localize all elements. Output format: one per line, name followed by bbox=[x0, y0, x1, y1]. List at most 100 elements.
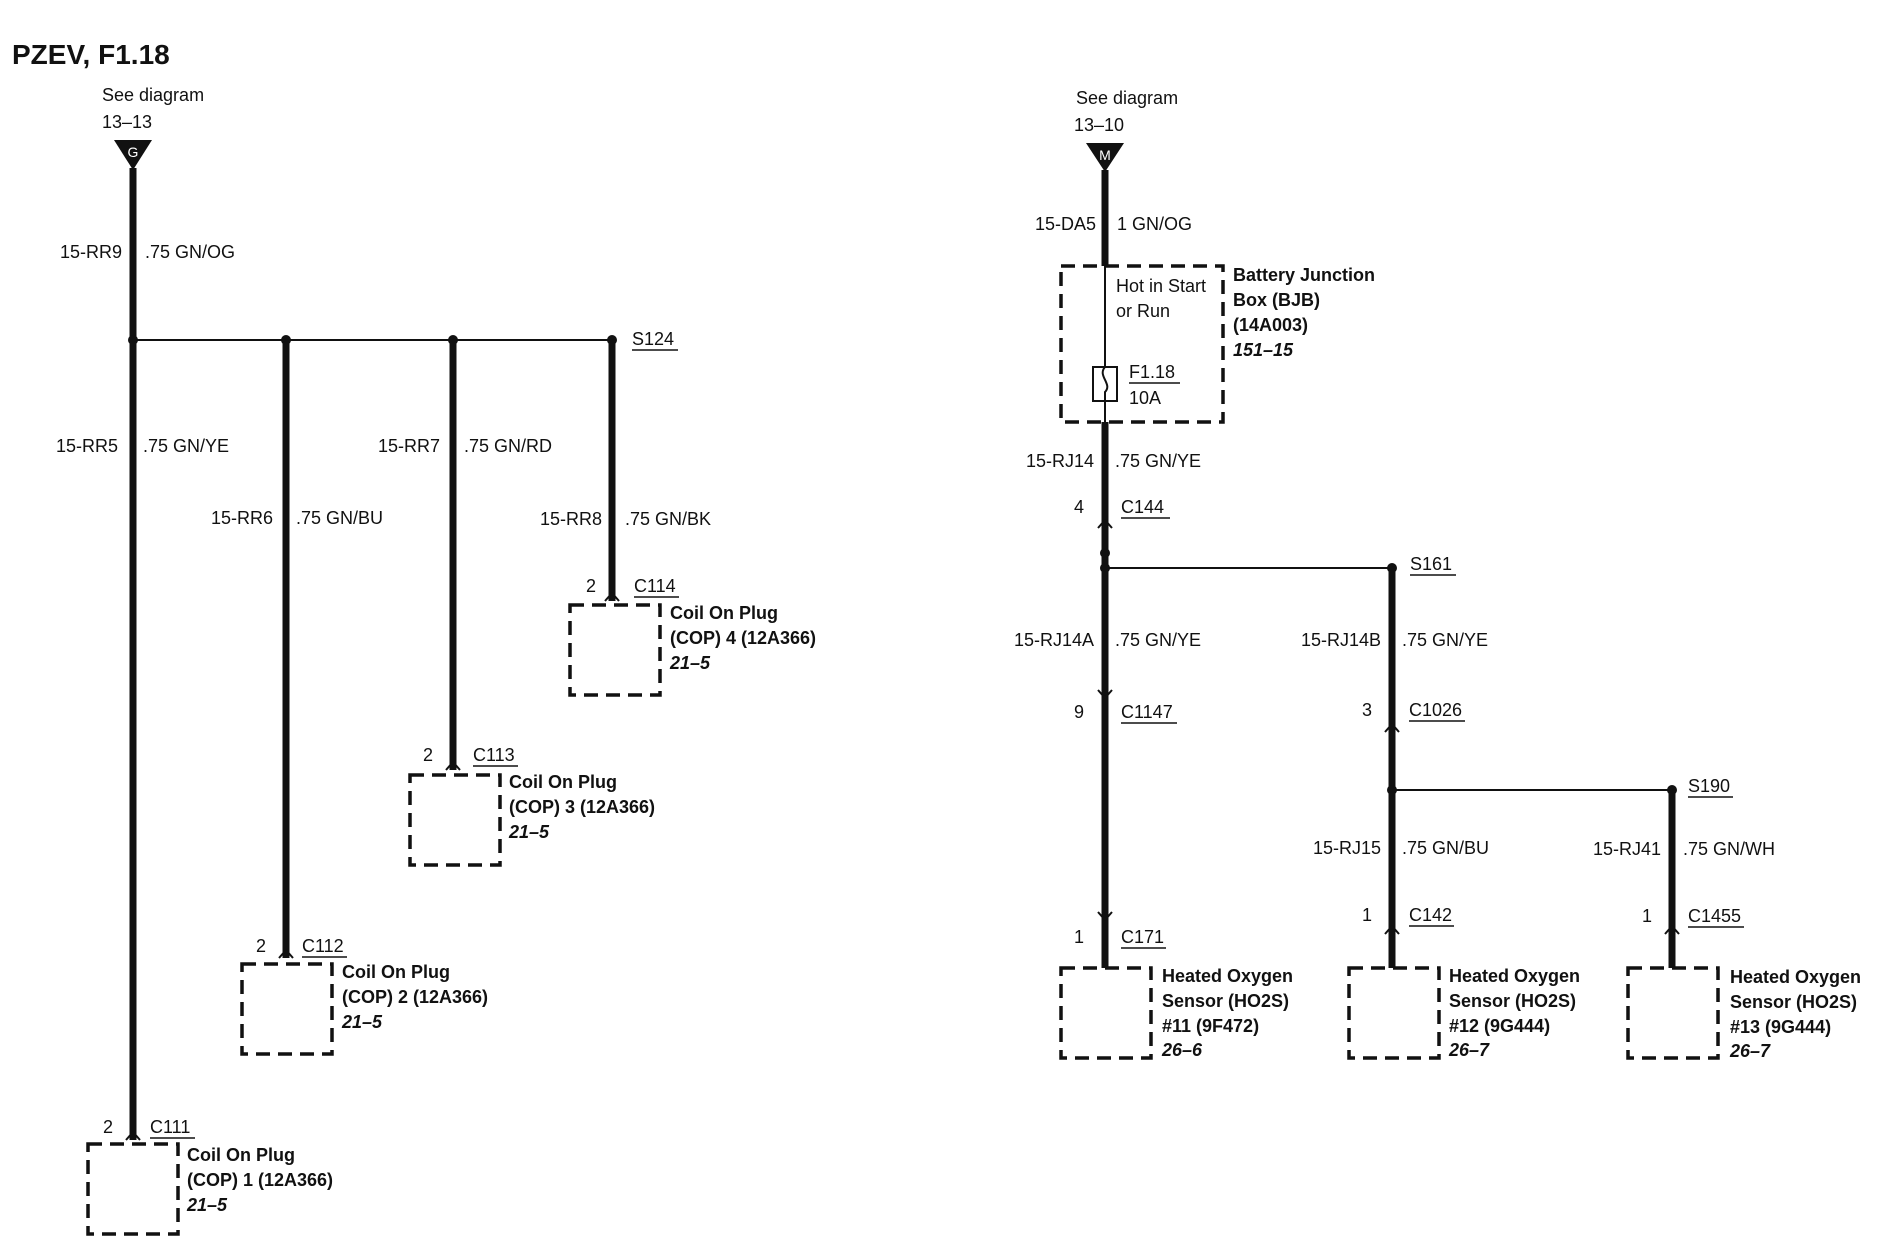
fuse-rating: 10A bbox=[1129, 388, 1161, 408]
ho2s11-component-box bbox=[1059, 966, 1153, 1060]
ho2s12-name-line1: Heated Oxygen bbox=[1449, 966, 1580, 986]
connector-c144: C144 bbox=[1121, 497, 1164, 517]
left-reference-letter: G bbox=[128, 144, 139, 160]
pin-number: 1 bbox=[1074, 927, 1084, 947]
bjb-name-line3: (14A003) bbox=[1233, 315, 1308, 335]
pin-number: 2 bbox=[103, 1117, 113, 1137]
splice-s161: S161 bbox=[1410, 554, 1452, 574]
wire-spec-15-da5: 1 GN/OG bbox=[1117, 214, 1192, 234]
wire-spec-15-rj41: .75 GN/WH bbox=[1683, 839, 1775, 859]
connector-c111: C111 bbox=[150, 1117, 190, 1137]
ho2s11-name-line3: #11 (9F472) bbox=[1162, 1016, 1259, 1036]
wire-label-15-rr6: 15-RR6 bbox=[211, 508, 273, 528]
ho2s12-name-line2: Sensor (HO2S) bbox=[1449, 991, 1576, 1011]
connector-chevron-icon bbox=[125, 1130, 141, 1141]
wire-spec-15-rr5: .75 GN/YE bbox=[143, 436, 229, 456]
wire-label-15-da5: 15-DA5 bbox=[1035, 214, 1096, 234]
wire-label-15-rr9: 15-RR9 bbox=[60, 242, 122, 262]
wire-spec-15-rj14a: .75 GN/YE bbox=[1115, 630, 1201, 650]
wire-label-15-rj14a: 15-RJ14A bbox=[1014, 630, 1094, 650]
bjb-name-line1: Battery Junction bbox=[1233, 265, 1375, 285]
connector-c114: C114 bbox=[634, 576, 676, 596]
cop2-name-line1: Coil On Plug bbox=[342, 962, 450, 982]
connector-chevron-icon bbox=[1097, 689, 1113, 700]
wire-label-15-rr7: 15-RR7 bbox=[378, 436, 440, 456]
bjb-component-box bbox=[1059, 264, 1225, 424]
pin-number: 1 bbox=[1362, 905, 1372, 925]
cop1-component-box bbox=[86, 1142, 180, 1236]
right-reference-triangle bbox=[1086, 143, 1124, 172]
connector-c1147: C1147 bbox=[1121, 702, 1173, 722]
left-see-diagram-number: 13–13 bbox=[102, 112, 152, 132]
ho2s13-component-box bbox=[1626, 966, 1720, 1060]
ho2s12-component-box bbox=[1347, 966, 1441, 1060]
connector-c1026: C1026 bbox=[1409, 700, 1462, 720]
bjb-name-line2: Box (BJB) bbox=[1233, 290, 1320, 310]
splice-dot bbox=[1100, 548, 1110, 558]
left-see-diagram: See diagram bbox=[102, 85, 204, 105]
cop3-component-box bbox=[408, 773, 502, 867]
ho2s13-name-line1: Heated Oxygen bbox=[1730, 967, 1861, 987]
connector-c142: C142 bbox=[1409, 905, 1452, 925]
wire-spec-15-rr8: .75 GN/BK bbox=[625, 509, 711, 529]
connector-chevron-icon bbox=[278, 948, 294, 959]
wire-label-15-rj14: 15-RJ14 bbox=[1026, 451, 1094, 471]
cop4-name-line2: (COP) 4 (12A366) bbox=[670, 628, 816, 648]
pin-number: 9 bbox=[1074, 702, 1084, 722]
right-see-diagram-number: 13–10 bbox=[1074, 115, 1124, 135]
cop2-component-box bbox=[240, 962, 334, 1056]
pin-number: 4 bbox=[1074, 497, 1084, 517]
cop1-page-ref: 21–5 bbox=[186, 1195, 228, 1215]
connector-chevron-icon bbox=[1384, 722, 1400, 733]
bjb-hot-line1: Hot in Start bbox=[1116, 276, 1206, 296]
pin-number: 3 bbox=[1362, 700, 1372, 720]
ho2s13-name-line2: Sensor (HO2S) bbox=[1730, 992, 1857, 1012]
connector-chevron-icon bbox=[445, 760, 461, 771]
pin-number: 1 bbox=[1642, 906, 1652, 926]
ho2s12-page-ref: 26–7 bbox=[1448, 1040, 1490, 1060]
cop3-name-line1: Coil On Plug bbox=[509, 772, 617, 792]
cop2-page-ref: 21–5 bbox=[341, 1012, 383, 1032]
connector-chevron-icon bbox=[1384, 924, 1400, 935]
wire-spec-15-rr9: .75 GN/OG bbox=[145, 242, 235, 262]
cop4-name-line1: Coil On Plug bbox=[670, 603, 778, 623]
right-see-diagram: See diagram bbox=[1076, 88, 1178, 108]
splice-s124: S124 bbox=[632, 329, 674, 349]
wire-label-15-rj15: 15-RJ15 bbox=[1313, 838, 1381, 858]
fuse-id: F1.18 bbox=[1129, 362, 1175, 382]
connector-chevron-icon bbox=[604, 591, 620, 602]
cop1-name-line2: (COP) 1 (12A366) bbox=[187, 1170, 333, 1190]
wire-label-15-rr8: 15-RR8 bbox=[540, 509, 602, 529]
splice-s190: S190 bbox=[1688, 776, 1730, 796]
ho2s11-page-ref: 26–6 bbox=[1161, 1040, 1203, 1060]
wire-spec-15-rr7: .75 GN/RD bbox=[464, 436, 552, 456]
pin-number: 2 bbox=[586, 576, 596, 596]
right-reference-letter: M bbox=[1099, 147, 1111, 163]
ho2s11-name-line2: Sensor (HO2S) bbox=[1162, 991, 1289, 1011]
diagram-title: PZEV, F1.18 bbox=[12, 39, 170, 70]
pin-number: 2 bbox=[256, 936, 266, 956]
bjb-hot-line2: or Run bbox=[1116, 301, 1170, 321]
cop4-page-ref: 21–5 bbox=[669, 653, 711, 673]
wire-spec-15-rj14: .75 GN/YE bbox=[1115, 451, 1201, 471]
cop3-page-ref: 21–5 bbox=[508, 822, 550, 842]
connector-c171: C171 bbox=[1121, 927, 1164, 947]
wire-label-15-rj14b: 15-RJ14B bbox=[1301, 630, 1381, 650]
ho2s13-page-ref: 26–7 bbox=[1729, 1041, 1771, 1061]
cop1-name-line1: Coil On Plug bbox=[187, 1145, 295, 1165]
cop4-component-box bbox=[568, 603, 662, 697]
ho2s12-name-line3: #12 (9G444) bbox=[1449, 1016, 1550, 1036]
wire-label-15-rj41: 15-RJ41 bbox=[1593, 839, 1661, 859]
ho2s11-name-line1: Heated Oxygen bbox=[1162, 966, 1293, 986]
bjb-page-ref: 151–15 bbox=[1233, 340, 1294, 360]
pin-number: 2 bbox=[423, 745, 433, 765]
left-reference-triangle bbox=[114, 140, 152, 170]
cop3-name-line2: (COP) 3 (12A366) bbox=[509, 797, 655, 817]
fuse-element-icon bbox=[1101, 366, 1109, 401]
connector-c1455: C1455 bbox=[1688, 906, 1741, 926]
connector-c112: C112 bbox=[302, 936, 344, 956]
connector-c113: C113 bbox=[473, 745, 515, 765]
connector-chevron-icon bbox=[1097, 911, 1113, 922]
wire-label-15-rr5: 15-RR5 bbox=[56, 436, 118, 456]
